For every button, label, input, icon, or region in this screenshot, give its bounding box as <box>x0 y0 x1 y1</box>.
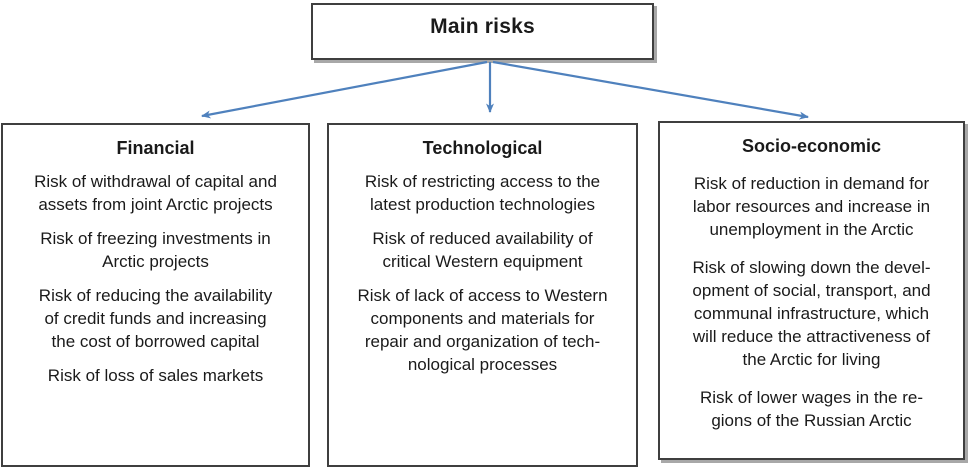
socio-economic-risk-item: Risk of reduction in demand for labor re… <box>692 174 931 239</box>
arrow-to-socio-economic <box>492 60 809 120</box>
technological-box: Technological Risk of restricting access… <box>327 123 638 467</box>
arrow-to-financial <box>201 60 488 119</box>
technological-risk-item: Risk of reduced availability of critical… <box>372 229 593 271</box>
financial-title: Financial <box>116 138 195 158</box>
financial-risk-item: Risk of loss of sales markets <box>47 366 264 385</box>
technological-risk-item: Risk of restricting access to the latest… <box>364 172 601 214</box>
financial-risk-item: Risk of withdrawal of capital and assets… <box>34 172 277 214</box>
socio-economic-box: Socio-economic Risk of reduction in dema… <box>658 121 965 460</box>
socio-economic-title: Socio-economic <box>741 136 882 156</box>
financial-risk-item: Risk of reducing the availability of cre… <box>38 286 273 351</box>
financial-risk-item: Risk of freezing investments in Arctic p… <box>40 229 271 271</box>
socio-economic-risk-item: Risk of slowing down the devel- opment o… <box>692 258 931 369</box>
socio-economic-risk-item: Risk of lower wages in the re- gions of … <box>700 388 923 430</box>
main-risks-title: Main risks <box>430 15 535 38</box>
technological-title: Technological <box>422 138 543 158</box>
financial-box: Financial Risk of withdrawal of capital … <box>1 123 310 467</box>
technological-risk-item: Risk of lack of access to Western compon… <box>357 286 608 374</box>
main-risks-box: Main risks <box>311 3 654 60</box>
